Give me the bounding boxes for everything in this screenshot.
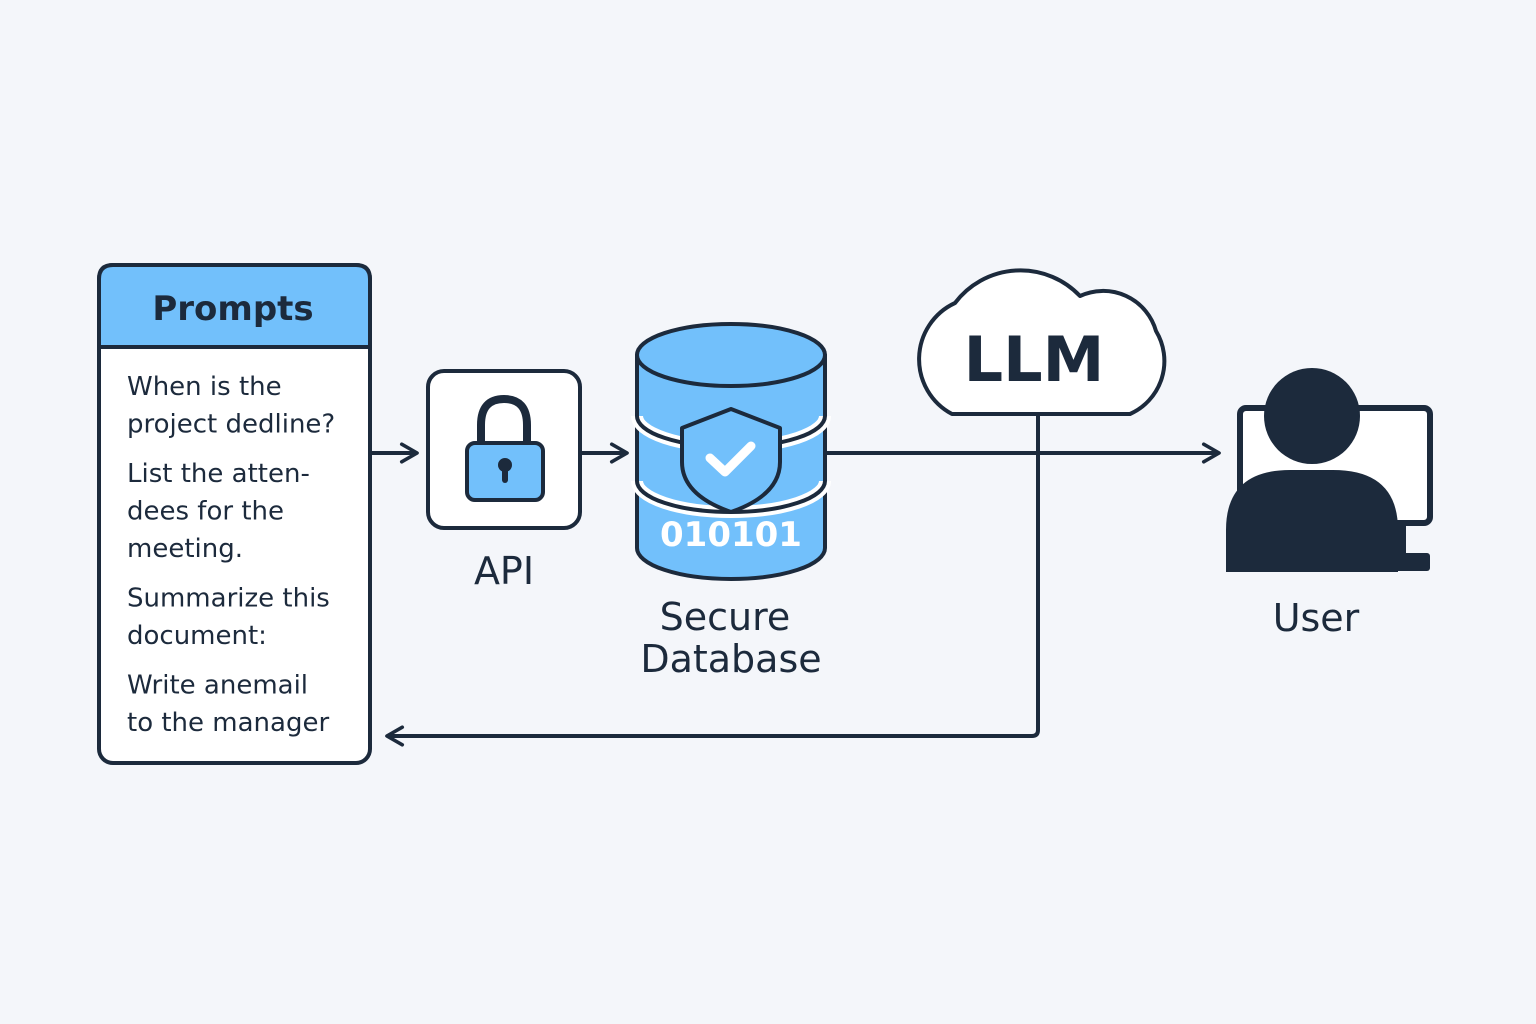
connectors: [370, 414, 1221, 747]
prompt-item-line: When is the: [127, 372, 282, 402]
prompt-item: Write anemail to the manager: [127, 671, 329, 739]
user-at-monitor-icon: [1226, 368, 1433, 572]
database-node: 010101 Secure Database: [631, 322, 831, 681]
prompt-item-line: document:: [127, 621, 267, 651]
prompt-item: When is the project dedline?: [127, 372, 335, 440]
user-label: User: [1273, 596, 1360, 640]
api-node: API: [426, 369, 582, 593]
database-label-line-1: Secure: [660, 595, 791, 639]
prompt-item-line: List the atten-: [127, 459, 310, 489]
api-label: API: [474, 549, 534, 593]
database-binary-text: 010101: [660, 515, 802, 555]
shield-check-icon: [680, 407, 782, 514]
prompts-title: Prompts: [152, 289, 313, 329]
database-label: Secure Database: [640, 595, 821, 681]
user-head: [1264, 368, 1360, 464]
prompt-item: Summarize this document:: [127, 584, 330, 652]
prompts-panel: Prompts When is the project dedline? List …: [97, 263, 372, 765]
cloud-icon: [917, 268, 1167, 416]
arrow-llm-return-to-prompts: [385, 414, 1040, 747]
llm-label: LLM: [964, 323, 1105, 396]
prompt-item-line: dees for the: [127, 497, 284, 527]
database-label-line-2: Database: [640, 637, 821, 681]
llm-node: LLM: [917, 268, 1167, 416]
prompt-list: When is the project dedline? List the atte…: [127, 372, 335, 738]
prompt-item-line: Summarize this: [127, 584, 330, 614]
prompt-item-line: project dedline?: [127, 410, 335, 440]
prompt-item-line: meeting.: [127, 534, 243, 564]
padlock-icon: [465, 394, 545, 502]
prompt-item: List the atten-dees for the meeting.: [127, 459, 310, 564]
prompts-header: [97, 263, 372, 349]
user-node: User: [1226, 368, 1433, 640]
user-body: [1226, 470, 1398, 572]
prompt-item-line: to the manager: [127, 708, 329, 738]
prompt-item-line: Write anemail: [127, 671, 308, 701]
